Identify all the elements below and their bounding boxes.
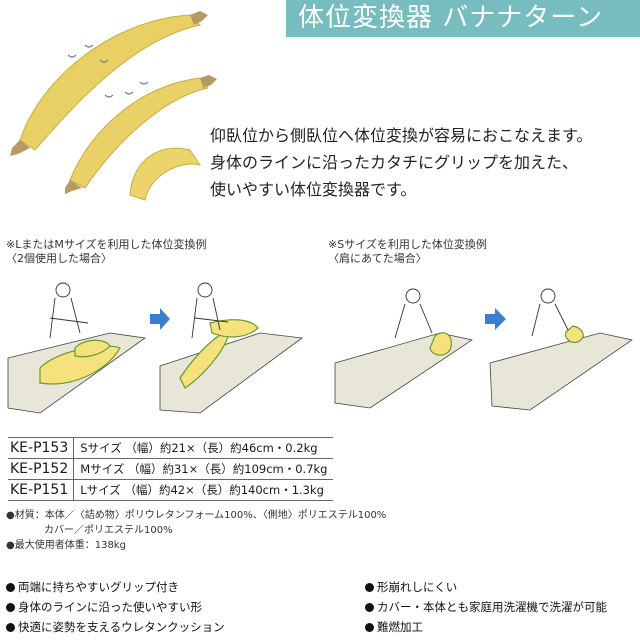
product-size: Mサイズ （幅）約31×（長）約109cm・0.7kg [73, 458, 334, 480]
list-item: カバー・本体とも家庭用洗濯機で洗濯が可能 [365, 597, 607, 617]
feature-list-right: 形崩れしにくい カバー・本体とも家庭用洗濯機で洗濯が可能 難燃加工 [365, 577, 607, 637]
product-size: Sサイズ （幅）約21×（長）約46cm・0.2kg [73, 437, 334, 459]
intro-line: 仰臥位から側臥位へ体位変換が容易におこなえます。 [210, 126, 593, 145]
bullet-icon [6, 583, 15, 592]
table-row: KE-P153 Sサイズ （幅）約21×（長）約46cm・0.2kg [8, 437, 334, 459]
product-size: Lサイズ （幅）約42×（長）約140cm・1.3kg [73, 479, 334, 501]
page-title: 体位変換器 バナナターン [286, 0, 640, 37]
list-item: 難燃加工 [365, 617, 607, 637]
table-row: KE-P152 Mサイズ （幅）約31×（長）約109cm・0.7kg [8, 458, 334, 480]
product-code: KE-P153 [8, 437, 75, 459]
bullet-icon [365, 583, 374, 592]
arrow-right-icon [485, 308, 506, 330]
feature-text: 快適に姿勢を支えるウレタンクッション [18, 620, 225, 634]
caption-line: 〈2個使用した場合〉 [6, 252, 112, 265]
spec-table: KE-P153 Sサイズ （幅）約21×（長）約46cm・0.2kg KE-P1… [8, 437, 334, 501]
table-row: KE-P151 Lサイズ （幅）約42×（長）約140cm・1.3kg [8, 479, 334, 501]
feature-text: 形崩れしにくい [377, 580, 458, 594]
caption-line: 〈肩にあてた場合〉 [328, 252, 427, 265]
illustration-lm-size-example [7, 282, 304, 414]
material-line: カバー／ポリエステル100% [44, 525, 173, 536]
list-item: 身体のラインに沿った使いやすい形 [6, 597, 225, 617]
list-item: 快適に姿勢を支えるウレタンクッション [6, 617, 225, 637]
intro-text: 仰臥位から側臥位へ体位変換が容易におこなえます。 身体のラインに沿ったカタチにグ… [210, 122, 592, 203]
max-weight: ●最大使用者体重：138kg [6, 540, 126, 551]
intro-line: 身体のラインに沿ったカタチにグリップを加えた、 [210, 153, 579, 172]
list-item: 両端に持ちやすいグリップ付き [6, 577, 225, 597]
intro-line: 使いやすい体位変換器です。 [210, 180, 417, 199]
caption-line: ※Sサイズを利用した体位変換例 [328, 238, 487, 251]
bullet-icon [6, 623, 15, 632]
example-caption-right: ※Sサイズを利用した体位変換例 〈肩にあてた場合〉 [328, 238, 487, 266]
material-notes: ●材質：本体／〈詰め物〉ポリウレタンフォーム100%、〈側地〉ポリエステル100… [6, 508, 386, 553]
feature-list-left: 両端に持ちやすいグリップ付き 身体のラインに沿った使いやすい形 快適に姿勢を支え… [6, 577, 225, 637]
illustration-s-size-example [334, 288, 633, 411]
bullet-icon [365, 623, 374, 632]
feature-text: 身体のラインに沿った使いやすい形 [18, 600, 202, 614]
material-line: ●材質：本体／〈詰め物〉ポリウレタンフォーム100%、〈側地〉ポリエステル100… [6, 510, 387, 521]
example-caption-left: ※LまたはMサイズを利用した体位変換例 〈2個使用した場合〉 [6, 238, 207, 266]
product-code: KE-P151 [8, 479, 75, 501]
product-image [10, 11, 217, 201]
bullet-icon [6, 603, 15, 612]
arrow-right-icon [150, 308, 170, 330]
feature-text: 両端に持ちやすいグリップ付き [18, 580, 179, 594]
feature-text: 難燃加工 [377, 620, 423, 634]
product-code: KE-P152 [8, 458, 75, 480]
caption-line: ※LまたはMサイズを利用した体位変換例 [6, 238, 207, 251]
feature-text: カバー・本体とも家庭用洗濯機で洗濯が可能 [377, 600, 607, 614]
list-item: 形崩れしにくい [365, 577, 607, 597]
bullet-icon [365, 603, 374, 612]
